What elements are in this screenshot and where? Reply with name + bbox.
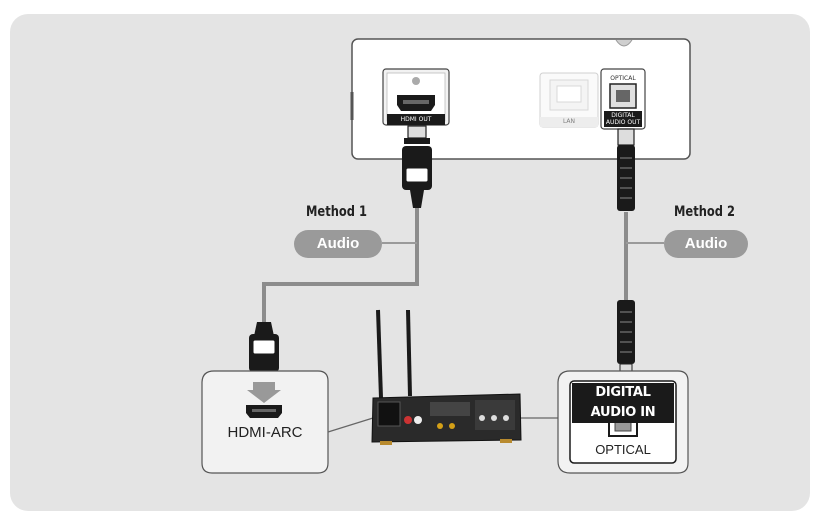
method1-title: Method 1 <box>306 204 367 220</box>
audio-out-label: AUDIO OUT <box>605 119 641 126</box>
hdmi-out-port <box>382 68 450 126</box>
method2-title: Method 2 <box>674 204 735 220</box>
optical-plug-top <box>617 128 635 211</box>
tv-hdmi-arc-box <box>201 370 329 474</box>
lan-port <box>539 72 599 128</box>
lan-label: LAN <box>562 118 576 125</box>
optical-port-label: OPTICAL <box>595 442 651 457</box>
method2-audio-pill: Audio <box>664 230 748 258</box>
optical-out-port <box>600 68 646 130</box>
digital-label: DIGITAL <box>611 112 635 119</box>
digital-audio-in-header: DIGITAL AUDIO IN <box>572 383 674 423</box>
hdmi-cable-method1 <box>262 208 419 322</box>
hdmi-arc-label: HDMI-ARC <box>227 424 303 441</box>
method1-audio-pill: Audio <box>294 230 382 258</box>
cable-lines <box>262 208 628 322</box>
optical-plug-bottom <box>617 300 635 381</box>
hdmi-plug-top <box>402 125 432 208</box>
av-receiver <box>371 309 522 445</box>
hdmi-out-label: HDMI OUT <box>400 116 432 123</box>
optical-top-label: OPTICAL <box>610 75 636 82</box>
